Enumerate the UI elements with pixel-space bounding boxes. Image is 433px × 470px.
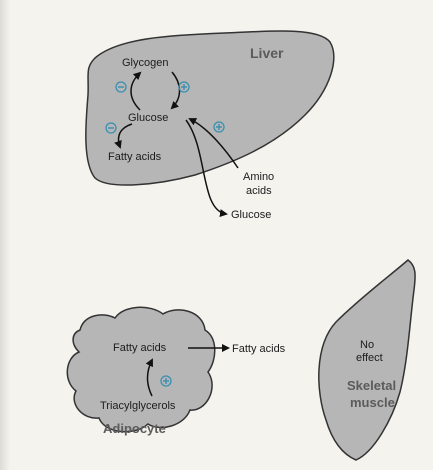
liver-glucose-label: Glucose: [128, 112, 168, 124]
amino-acids-label-line1: Amino: [243, 171, 274, 183]
no-effect-label-line2: effect: [356, 352, 383, 364]
exported-glucose-label: Glucose: [231, 209, 271, 221]
adipocyte-fatty-acids-label: Fatty acids: [113, 342, 167, 354]
skeletal-muscle-label-line2: muscle: [350, 395, 395, 410]
released-fatty-acids-label: Fatty acids: [232, 343, 286, 355]
adipocyte-label: Adipocyte: [103, 421, 166, 436]
amino-acids-label-line2: acids: [246, 185, 272, 197]
adipocyte-shape: [67, 307, 214, 431]
liver-label: Liver: [250, 45, 284, 61]
liver-fatty-acids-label: Fatty acids: [108, 151, 162, 163]
skeletal-muscle-label-line1: Skeletal: [347, 378, 396, 393]
glycogen-label: Glycogen: [122, 57, 168, 69]
no-effect-label-line1: No: [360, 339, 374, 351]
triacylglycerols-label: Triacylglycerols: [100, 400, 176, 412]
